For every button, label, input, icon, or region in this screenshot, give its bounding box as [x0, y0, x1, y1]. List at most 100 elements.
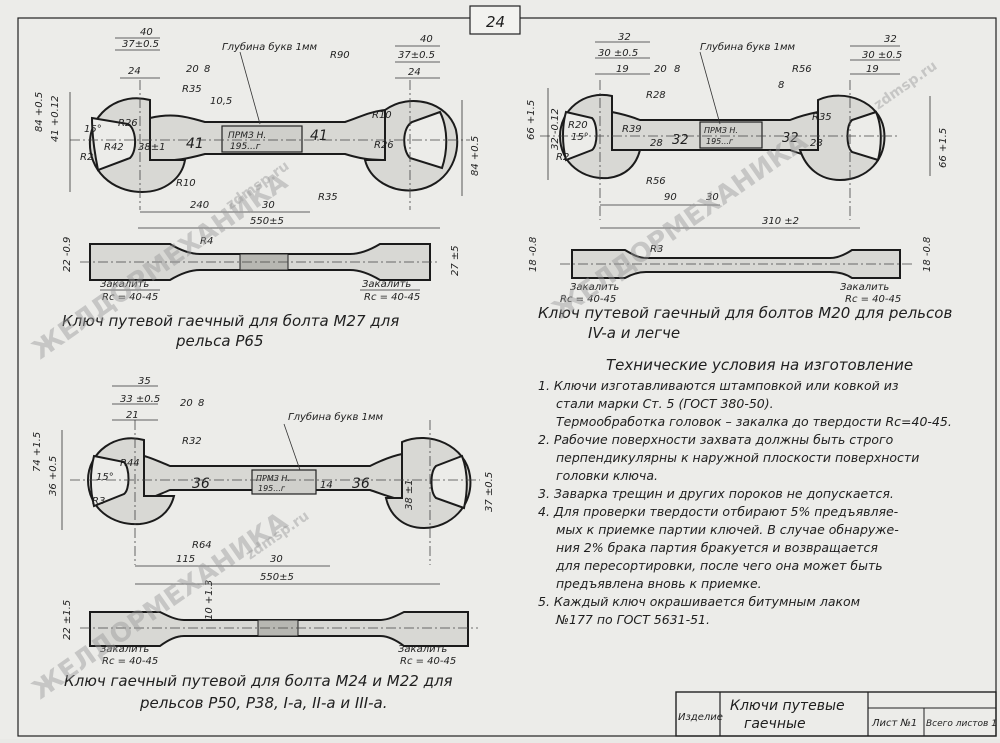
w1-dim-30: 30	[262, 200, 275, 211]
w1-r4: R4	[200, 236, 213, 247]
w2-rc-b: Rc = 40-45	[845, 294, 901, 305]
w3-dim-22: 22 ±1.5	[62, 600, 73, 640]
cond-line-5: перпендикулярны к наружной плоскости пов…	[556, 450, 919, 465]
w2-dim-30: 30	[706, 192, 719, 203]
w1-dim-84a: 84 +0.5	[34, 92, 45, 132]
w2-dim-20: 20	[654, 64, 667, 75]
w2-depth-note: Глубина букв 1мм	[700, 41, 795, 53]
w3-dim-115: 115	[176, 554, 195, 565]
w3-dim-20: 20	[180, 398, 193, 409]
cond-line-4: 2. Рабочие поверхности захвата должны бы…	[538, 432, 894, 447]
wrench3-caption-line1: Ключ гаечный путевой для болта М24 и М22…	[64, 672, 453, 690]
w1-r26a: R26	[118, 118, 138, 129]
title-block-total: Всего листов 1	[926, 719, 997, 729]
w2-dim-18a: 18 -0.8	[528, 237, 539, 272]
w2-dim-19a: 19	[616, 64, 629, 75]
wrench1-stamp-line2: 195...г	[230, 142, 261, 152]
w3-dim-21: 21	[126, 410, 139, 421]
w2-r3: R3	[650, 244, 663, 255]
w1-r10: R10	[176, 178, 196, 189]
w2-dim-18b: 18 -0.8	[922, 237, 933, 272]
title-block	[675, 691, 997, 737]
title-block-name-2: гаечные	[744, 716, 806, 732]
w1-dim-41mid: 41	[186, 136, 204, 152]
w1-r2: R2	[80, 152, 93, 163]
wrench2-caption-line2: IV-а и легче	[588, 324, 680, 342]
w1-dim-20: 20	[186, 64, 199, 75]
w1-r35b: R35	[318, 192, 338, 203]
w3-rc-b: Rc = 40-45	[400, 656, 456, 667]
w1-dim-27: 27 ±5	[450, 245, 461, 276]
w1-dim-240: 240	[190, 200, 209, 211]
w3-dim-33: 33 ±0.5	[120, 394, 160, 405]
w2-dim-66a: 66 +1.5	[526, 100, 537, 140]
w1-dim-41: 41 +0.12	[50, 95, 61, 142]
wrench2-caption-line1: Ключ путевой гаечный для болтов М20 для …	[538, 304, 952, 322]
w1-dim-37a: 37±0.5	[122, 39, 159, 50]
w1-dim-15: 15°	[84, 124, 102, 135]
cond-line-7: 3. Заварка трещин и других пороков не до…	[538, 486, 894, 501]
w1-r90: R90	[330, 50, 350, 61]
cond-line-6: головки ключа.	[556, 468, 658, 483]
w2-dim-66b: 66 +1.5	[938, 128, 949, 168]
w3-dim-14: 14	[320, 480, 333, 491]
wrench2-plan-view: ПРМЗ Н. 195...г	[540, 41, 931, 229]
w2-r20: R20	[568, 120, 588, 131]
w1-dim-40b: 40	[420, 34, 433, 45]
page-number-box	[469, 5, 521, 35]
w3-depth-note: Глубина букв 1мм	[288, 411, 383, 423]
w3-dim-36right: 36	[352, 476, 370, 492]
w2-r2: R2	[556, 152, 569, 163]
w3-dim-36mid: 36	[192, 476, 210, 492]
cond-line-1: 1. Ключи изготавливаются штамповкой или …	[538, 378, 899, 393]
w2-dim-28b: 28	[810, 138, 823, 149]
w1-r10b: R10	[372, 110, 392, 121]
cond-line-14: №177 по ГОСТ 5631-51.	[555, 612, 710, 627]
w2-dim-30a: 30 ±0.5	[598, 48, 638, 59]
w3-dim-74: 74 +1.5	[32, 432, 43, 472]
w3-dim-10: 10 +1.3	[204, 580, 215, 620]
wrench2-stamp-line1: ПРМЗ Н.	[704, 126, 738, 135]
w1-dim-38: 38±1	[138, 142, 165, 153]
w2-dim-8b: 8	[778, 80, 784, 91]
w2-dim-90: 90	[664, 192, 677, 203]
w2-dim-8: 8	[674, 64, 680, 75]
w2-dim-32a: 32	[618, 32, 631, 43]
w3-harden-a: Закалить	[100, 644, 149, 655]
w2-r56b: R56	[646, 176, 666, 187]
w3-dim-35: 35	[138, 376, 151, 387]
w2-r35: R35	[812, 112, 832, 123]
w1-depth-note: Глубина букв 1мм	[222, 41, 317, 53]
w2-dim-32c: 32 -0.12	[550, 108, 561, 150]
w1-dim-24a: 24	[128, 66, 141, 77]
wrench1-stamp-line1: ПРМЗ Н.	[228, 131, 266, 141]
w3-r64: R64	[192, 540, 212, 551]
w1-dim-8: 8	[204, 64, 210, 75]
w3-r3: R3	[92, 496, 105, 507]
w1-rc-b: Rc = 40-45	[364, 292, 420, 303]
w2-r39: R39	[622, 124, 642, 135]
cond-line-10: ния 2% брака партия бракуется и возвраща…	[556, 540, 878, 555]
wrench3-plan-view: ПРМЗ Н. 195...г	[61, 385, 480, 585]
w2-rc-a: Rc = 40-45	[560, 294, 616, 305]
w3-dim-37: 37 ±0.5	[484, 472, 495, 512]
conditions-title: Технические условия на изготовление	[606, 356, 913, 374]
w1-harden-b: Закалить	[362, 279, 411, 290]
w3-dim-550: 550±5	[260, 572, 294, 583]
wrench1-caption-line2: рельса Р65	[175, 332, 264, 350]
w1-dim-550: 550±5	[250, 216, 284, 227]
w3-dim-38: 38 ±1	[404, 479, 415, 510]
title-block-name-1: Ключи путевые	[730, 698, 845, 714]
wrench1-side-view	[80, 243, 440, 291]
cond-line-12: предъявлена вновь к приемке.	[556, 576, 762, 591]
w1-dim-40a: 40	[140, 27, 153, 38]
w1-dim-22: 22 -0.9	[62, 237, 73, 272]
w2-dim-30b: 30 ±0.5	[862, 50, 902, 61]
w2-dim-32mid: 32	[672, 133, 689, 148]
wrench3-stamp-line2: 195...г	[258, 484, 286, 493]
w2-dim-19b: 19	[866, 64, 879, 75]
cond-line-2: стали марки Ст. 5 (ГОСТ 380-50).	[556, 396, 774, 411]
w2-dim-32right: 32	[782, 131, 799, 146]
wrench3-caption-line2: рельсов Р50, Р38, I-а, II-а и III-а.	[139, 694, 388, 712]
